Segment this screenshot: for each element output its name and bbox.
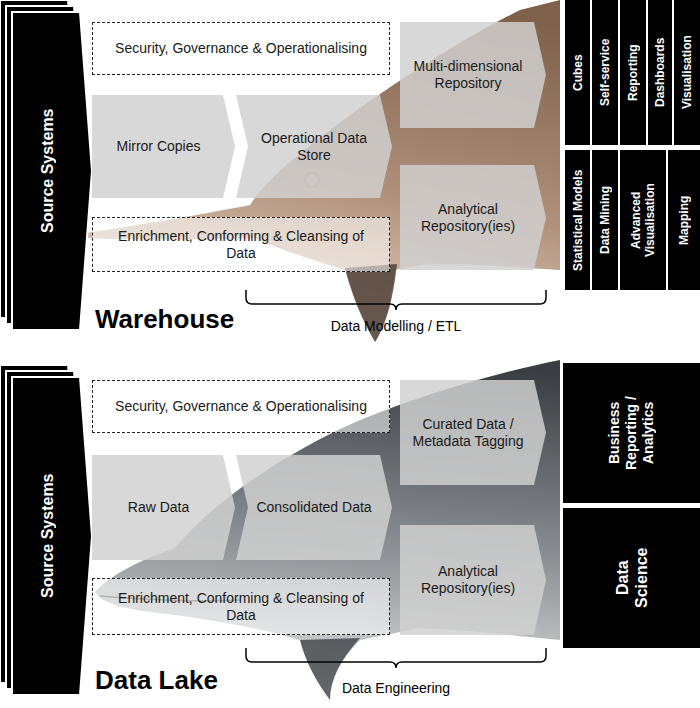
node-text: Security, Governance & Operationalising bbox=[115, 398, 367, 415]
output-panel: Dashboards bbox=[648, 0, 672, 145]
arrow-fill bbox=[236, 455, 392, 560]
text-wrap: Multi-dimensional Repository bbox=[400, 22, 546, 128]
output-panel: Data Mining bbox=[592, 150, 618, 290]
node-text: Data Science bbox=[613, 543, 651, 613]
output-panel: Cubes bbox=[565, 0, 590, 145]
arrow-fill bbox=[400, 525, 546, 635]
node-text: Enrichment, Conforming & Cleansing of Da… bbox=[103, 228, 379, 262]
node-text: Visualisation bbox=[680, 5, 694, 140]
output-panel: Business Reporting / Analytics bbox=[563, 363, 700, 503]
text-wrap: Raw Data bbox=[92, 455, 235, 560]
text-wrap: Operational Data Store bbox=[236, 95, 392, 198]
arrow-fill bbox=[400, 22, 546, 128]
node-text: Multi-dimensional Repository bbox=[408, 58, 528, 92]
process-arrow: Operational Data Store bbox=[236, 95, 392, 198]
text-wrap: Data Mining bbox=[592, 150, 618, 290]
arrow-fill bbox=[92, 455, 235, 560]
node-text: Operational Data Store bbox=[254, 130, 374, 164]
node-text: Security, Governance & Operationalising bbox=[115, 40, 367, 57]
process-arrow: Curated Data / Metadata Tagging bbox=[400, 380, 546, 485]
output-panel: Advanced Visualisation bbox=[620, 150, 666, 290]
text-wrap: Cubes bbox=[565, 0, 590, 145]
node-text: Mapping bbox=[677, 154, 691, 286]
output-panel: Statistical Models bbox=[565, 150, 590, 290]
node-text: Analytical Repository(ies) bbox=[408, 563, 528, 597]
arrow-fill bbox=[92, 95, 235, 198]
source-chevron: Source Systems bbox=[12, 377, 92, 695]
dashed-box: Security, Governance & Operationalising bbox=[92, 380, 390, 433]
node-text: Cubes bbox=[571, 5, 585, 140]
bracket bbox=[246, 290, 546, 310]
process-arrow: Mirror Copies bbox=[92, 95, 235, 198]
arrow-fill bbox=[400, 165, 546, 270]
node-text: Self-service bbox=[598, 5, 612, 140]
source-chevron: Source Systems bbox=[12, 12, 92, 330]
text-wrap: Reporting bbox=[620, 0, 646, 145]
node-text: Analytical Repository(ies) bbox=[408, 201, 528, 235]
text-wrap: Mapping bbox=[668, 150, 700, 290]
node-text: Data Mining bbox=[598, 154, 612, 286]
process-arrow: Multi-dimensional Repository bbox=[400, 22, 546, 128]
node-text: Business Reporting / Analytics bbox=[606, 367, 657, 499]
chevron-fill bbox=[12, 12, 92, 330]
text-wrap: Business Reporting / Analytics bbox=[563, 363, 700, 503]
text-wrap: Statistical Models bbox=[565, 150, 590, 290]
output-panel: Mapping bbox=[668, 150, 700, 290]
arrow-fill bbox=[400, 380, 546, 485]
bracket-label: Data Engineering bbox=[246, 680, 546, 696]
text-wrap: Security, Governance & Operationalising bbox=[93, 381, 389, 432]
bracket bbox=[246, 648, 546, 668]
node-text: Statistical Models bbox=[571, 154, 585, 286]
output-panel: Data Science bbox=[563, 508, 700, 648]
output-panel: Reporting bbox=[620, 0, 646, 145]
text-wrap: Source Systems bbox=[12, 377, 92, 695]
text-wrap: Enrichment, Conforming & Cleansing of Da… bbox=[93, 579, 389, 634]
process-arrow: Consolidated Data bbox=[236, 455, 392, 560]
node-text: Source Systems bbox=[38, 71, 57, 271]
node-text: Reporting bbox=[626, 5, 640, 140]
text-wrap: Source Systems bbox=[12, 12, 92, 330]
text-wrap: Mirror Copies bbox=[92, 95, 235, 198]
node-text: Advanced Visualisation bbox=[629, 165, 657, 275]
process-arrow: Analytical Repository(ies) bbox=[400, 525, 546, 635]
process-arrow: Analytical Repository(ies) bbox=[400, 165, 546, 270]
node-text: Mirror Copies bbox=[116, 138, 200, 155]
node-text: Curated Data / Metadata Tagging bbox=[408, 416, 528, 450]
bracket-label: Data Modelling / ETL bbox=[246, 318, 546, 334]
text-wrap: Security, Governance & Operationalising bbox=[93, 23, 389, 74]
section-title: Data Lake bbox=[95, 665, 295, 696]
text-wrap: Enrichment, Conforming & Cleansing of Da… bbox=[93, 218, 389, 271]
dashed-box: Enrichment, Conforming & Cleansing of Da… bbox=[92, 217, 390, 272]
text-wrap: Self-service bbox=[592, 0, 618, 145]
chevron-fill bbox=[12, 377, 92, 695]
node-text: Source Systems bbox=[38, 436, 57, 636]
node-text: Dashboards bbox=[653, 5, 667, 140]
arrow-fill bbox=[236, 95, 392, 198]
text-wrap: Analytical Repository(ies) bbox=[400, 525, 546, 635]
text-wrap: Dashboards bbox=[648, 0, 672, 145]
dashed-box: Enrichment, Conforming & Cleansing of Da… bbox=[92, 578, 390, 635]
section-title: Warehouse bbox=[95, 304, 295, 335]
node-text: Enrichment, Conforming & Cleansing of Da… bbox=[103, 590, 379, 624]
process-arrow: Raw Data bbox=[92, 455, 235, 560]
output-panel: Self-service bbox=[592, 0, 618, 145]
dashed-box: Security, Governance & Operationalising bbox=[92, 22, 390, 75]
output-panel: Visualisation bbox=[674, 0, 700, 145]
text-wrap: Advanced Visualisation bbox=[620, 150, 666, 290]
text-wrap: Data Science bbox=[563, 508, 700, 648]
text-wrap: Curated Data / Metadata Tagging bbox=[400, 380, 546, 485]
river-dolphin-body bbox=[86, 0, 560, 342]
node-text: Raw Data bbox=[128, 499, 189, 516]
text-wrap: Consolidated Data bbox=[236, 455, 392, 560]
text-wrap: Visualisation bbox=[674, 0, 700, 145]
node-text: Consolidated Data bbox=[256, 499, 371, 516]
text-wrap: Analytical Repository(ies) bbox=[400, 165, 546, 270]
